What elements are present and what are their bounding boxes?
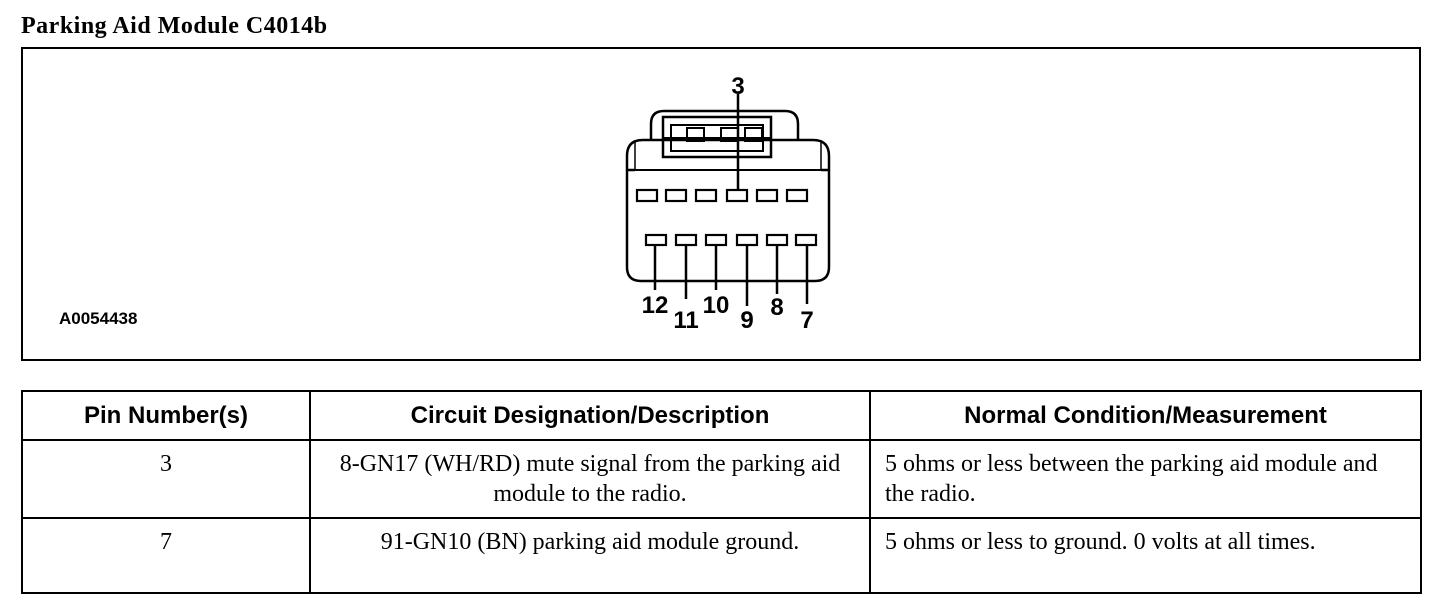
- pin-cavity-10: [704, 233, 728, 247]
- pin-cavity-11: [674, 233, 698, 247]
- cell-pin: 3: [21, 439, 311, 519]
- table-row: 3 8-GN17 (WH/RD) mute signal from the pa…: [21, 439, 1422, 519]
- pin-cavity-6: [785, 188, 809, 203]
- figure-id: A0054438: [59, 309, 138, 328]
- pin-cavity-9: [735, 233, 759, 247]
- page-title: Parking Aid Module C4014b: [21, 13, 328, 39]
- pin-label-10: 10: [703, 292, 730, 319]
- pin-label-7: 7: [800, 307, 813, 334]
- connector-body: [625, 138, 831, 283]
- lower-pin-row: [644, 233, 818, 247]
- header-normal-condition: Normal Condition/Measurement: [869, 390, 1422, 441]
- cell-description: 91-GN10 (BN) parking aid module ground.: [309, 517, 871, 594]
- pin-label-9: 9: [740, 307, 753, 334]
- pin-cavity-1: [635, 188, 659, 203]
- cell-description: 8-GN17 (WH/RD) mute signal from the park…: [309, 439, 871, 519]
- upper-pin-row: [635, 188, 809, 203]
- table-row: 7 91-GN10 (BN) parking aid module ground…: [21, 517, 1422, 594]
- table-header-row: Pin Number(s) Circuit Designation/Descri…: [21, 390, 1422, 441]
- cell-measurement: 5 ohms or less between the parking aid m…: [869, 439, 1422, 519]
- connector-diagram: 3 12 11 10 9 8 7 A0054438: [21, 47, 1421, 361]
- cell-measurement: 5 ohms or less to ground. 0 volts at all…: [869, 517, 1422, 594]
- pin-cavity-12: [644, 233, 668, 247]
- pin-cavity-2: [664, 188, 688, 203]
- pin-cavity-5: [755, 188, 779, 203]
- pin-cavity-4: [725, 188, 749, 203]
- pin-cavity-3: [694, 188, 718, 203]
- header-circuit-description: Circuit Designation/Description: [309, 390, 871, 441]
- connector-face-drawing: 3 12 11 10 9 8 7: [625, 73, 831, 334]
- header-pin-numbers: Pin Number(s): [21, 390, 311, 441]
- pin-label-8: 8: [770, 294, 783, 321]
- cell-pin: 7: [21, 517, 311, 594]
- connector-latch: [649, 109, 800, 140]
- pin-cavity-8: [765, 233, 789, 247]
- pin-table: Pin Number(s) Circuit Designation/Descri…: [21, 390, 1422, 594]
- pin-cavity-7: [794, 233, 818, 247]
- pin-label-11: 11: [673, 307, 698, 334]
- pin-label-3: 3: [731, 73, 744, 100]
- pin-label-12: 12: [642, 292, 669, 319]
